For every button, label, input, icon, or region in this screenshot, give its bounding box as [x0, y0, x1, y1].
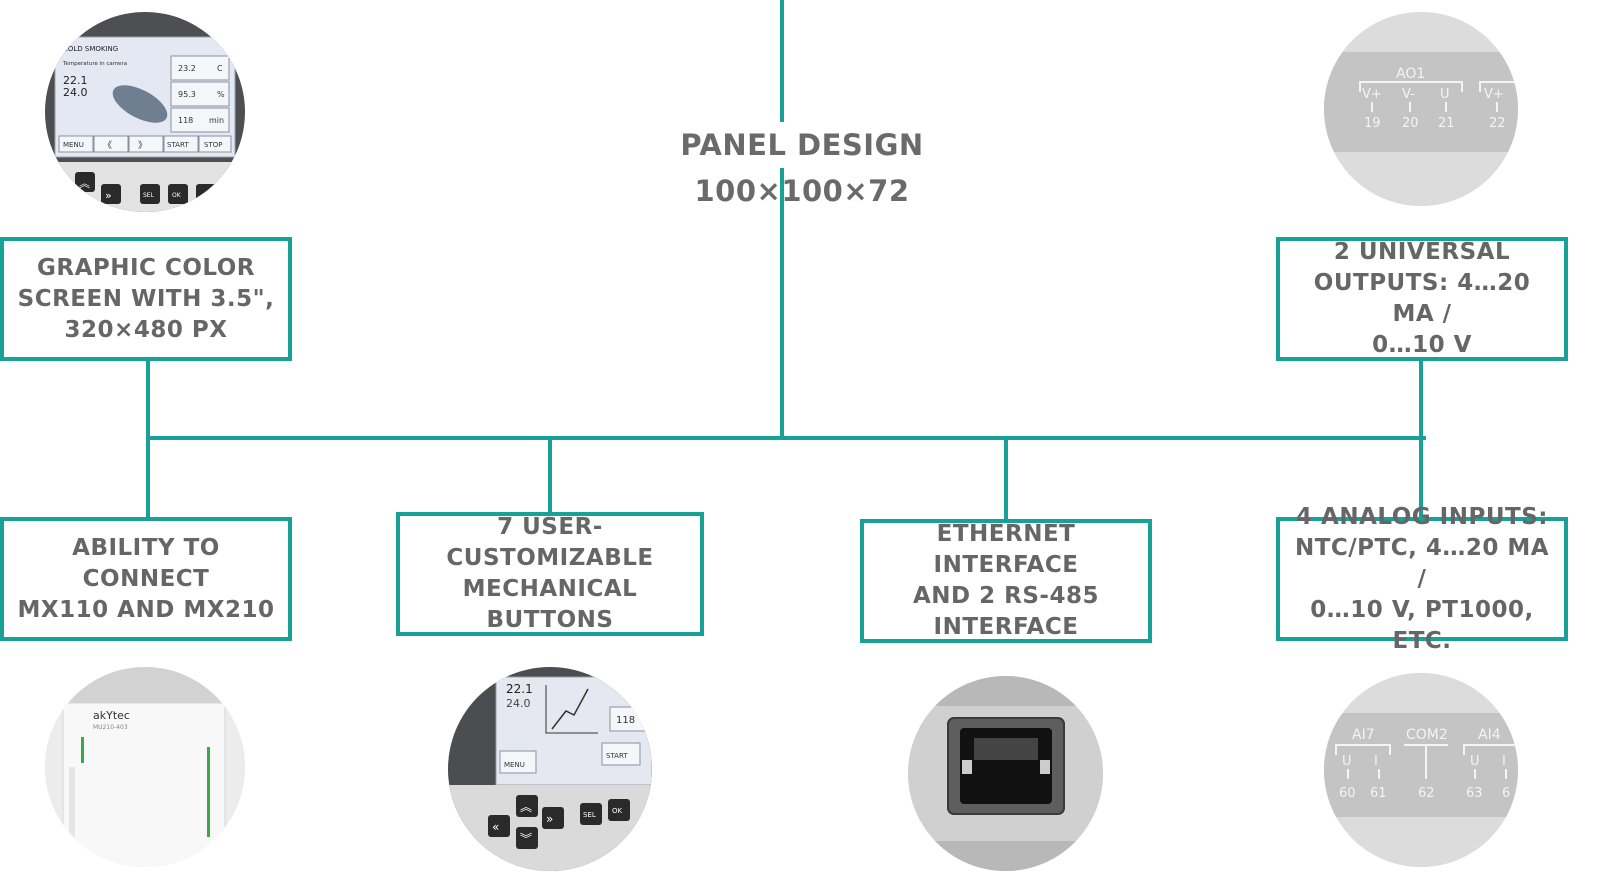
- screen-field-value: 23.2: [178, 64, 196, 73]
- sel-key: SEL: [143, 192, 155, 199]
- feature-ethernet-line: AND 2 RS-485: [913, 583, 1099, 609]
- softkey-label: MENU: [504, 761, 525, 769]
- terminal-number: 62: [1418, 786, 1435, 801]
- pin-label: U: [1342, 754, 1352, 769]
- chevron-down-icon: ︾: [520, 832, 532, 846]
- feature-analog-line: NTC/PTC, 4…20 MA /: [1294, 534, 1550, 592]
- chevron-right-icon: »: [546, 812, 553, 826]
- ethernet-port-photo: [908, 676, 1103, 871]
- feature-ethernet-box: ETHERNET INTERFACE AND 2 RS-485 INTERFAC…: [860, 519, 1152, 643]
- outputs-terminal-photo: AO1 V+ V- U V+ 19 20 21 22: [1324, 12, 1518, 206]
- feature-buttons-line: MECHANICAL BUTTONS: [462, 576, 638, 633]
- feature-screen-line: SCREEN WITH 3.5",: [17, 285, 275, 312]
- screen-subheader: Temperature in camera: [62, 61, 127, 67]
- feature-connect-line: ABILITY TO CONNECT: [72, 534, 220, 592]
- softkey-label: START: [167, 141, 189, 149]
- feature-screen-line: GRAPHIC COLOR: [37, 254, 255, 281]
- sel-key: SEL: [583, 811, 596, 819]
- ok-key: OK: [172, 192, 182, 199]
- chevron-up-icon: ︽: [79, 177, 90, 190]
- terminal-number: 6: [1502, 786, 1510, 801]
- chevron-up-icon: ︽: [520, 800, 532, 814]
- connector-ethernet: [1004, 438, 1008, 522]
- pin-label: V+: [1362, 87, 1382, 102]
- screen-value-2: 24.0: [506, 697, 531, 710]
- feature-buttons-line: 7 USER-CUSTOMIZABLE: [446, 514, 654, 571]
- analog-terminal-photo: AI7 COM2 AI4 U I U I 60 61 62 63 6: [1324, 673, 1518, 867]
- feature-connect-line: MX110 AND MX210: [17, 596, 275, 623]
- feature-analog-line: 0…10 V, PT1000, ETC.: [1310, 596, 1534, 654]
- screen-value-2: 24.0: [63, 86, 88, 99]
- pin-label: V-: [1402, 87, 1415, 102]
- terminal-number: 63: [1466, 786, 1483, 801]
- screen-field-value: 95.3: [178, 90, 196, 99]
- terminal-number: 61: [1370, 786, 1387, 801]
- screen-value-1: 22.1: [63, 74, 88, 87]
- feature-analog-box: 4 ANALOG INPUTS: NTC/PTC, 4…20 MA / 0…10…: [1276, 504, 1568, 654]
- group-label: AI7: [1352, 727, 1375, 743]
- connector-screen: [146, 360, 150, 520]
- ao1-label: AO1: [1396, 66, 1425, 82]
- terminal-number: 20: [1402, 116, 1419, 131]
- feature-buttons-box: 7 USER-CUSTOMIZABLE MECHANICAL BUTTONS: [396, 512, 704, 636]
- feature-outputs-line: 2 UNIVERSAL: [1333, 239, 1511, 265]
- terminal-number: 22: [1489, 116, 1506, 131]
- ok-key: OK: [612, 807, 623, 815]
- softkey-label: 《: [103, 140, 112, 151]
- pin-label: U: [1440, 87, 1450, 102]
- feature-outputs-line: OUTPUTS: 4…20 MA /: [1313, 270, 1531, 327]
- pin-label: I: [1374, 754, 1378, 769]
- softkey-label: STOP: [204, 141, 222, 149]
- trend-line: [551, 688, 589, 730]
- page-title: PANEL DESIGN 100×100×72: [582, 122, 1022, 208]
- terminal-number: 19: [1364, 116, 1381, 131]
- feature-ethernet-line: ETHERNET INTERFACE: [933, 521, 1079, 578]
- feature-connect-box: ABILITY TO CONNECT MX110 AND MX210: [0, 517, 292, 641]
- chevron-left-icon: «: [492, 820, 499, 834]
- fish-image: [112, 85, 168, 123]
- connector-bus: [146, 436, 1426, 440]
- buttons-photo: 22.1 24.0 118 MENU START ︽ « » ︾ SEL OK: [448, 667, 652, 871]
- chevron-right-icon: »: [105, 189, 112, 202]
- screen-photo: COLD SMOKING Temperature in camera 22.1 …: [45, 12, 245, 212]
- pin-label: I: [1502, 754, 1506, 769]
- screen-field-unit: %: [217, 90, 225, 99]
- screen-header: COLD SMOKING: [63, 45, 118, 53]
- feature-ethernet-line: INTERFACE: [933, 614, 1079, 640]
- pin-label: V+: [1484, 87, 1504, 102]
- feature-screen-line: 320×480 PX: [64, 316, 228, 343]
- connector-outputs: [1419, 360, 1423, 520]
- group-label: AI4: [1478, 727, 1501, 743]
- feature-screen-box: GRAPHIC COLOR SCREEN WITH 3.5", 320×480 …: [0, 237, 292, 361]
- screen-field-value: 118: [616, 715, 635, 726]
- model-label: MU210-403: [93, 724, 128, 731]
- screen-value-1: 22.1: [506, 682, 533, 696]
- screen-field-unit: C: [217, 64, 223, 73]
- pin-label: U: [1470, 754, 1480, 769]
- softkey-label: 》: [138, 140, 147, 151]
- feature-outputs-line: 0…10 V: [1372, 332, 1472, 358]
- feature-outputs-box: 2 UNIVERSAL OUTPUTS: 4…20 MA / 0…10 V: [1276, 237, 1568, 361]
- brand-logo: akYtec: [93, 709, 130, 722]
- softkey-label: MENU: [63, 141, 84, 149]
- module-photo: akYtec MU210-403: [45, 667, 245, 867]
- connector-buttons: [548, 438, 552, 516]
- screen-field-value: 118: [178, 116, 193, 125]
- screen-field-unit: min: [209, 116, 224, 125]
- group-label: COM2: [1406, 727, 1448, 743]
- terminal-number: 60: [1339, 786, 1356, 801]
- connector-trunk: [780, 0, 784, 440]
- softkey-label: START: [606, 752, 628, 760]
- terminal-number: 21: [1438, 116, 1455, 131]
- feature-analog-line: 4 ANALOG INPUTS:: [1296, 503, 1548, 530]
